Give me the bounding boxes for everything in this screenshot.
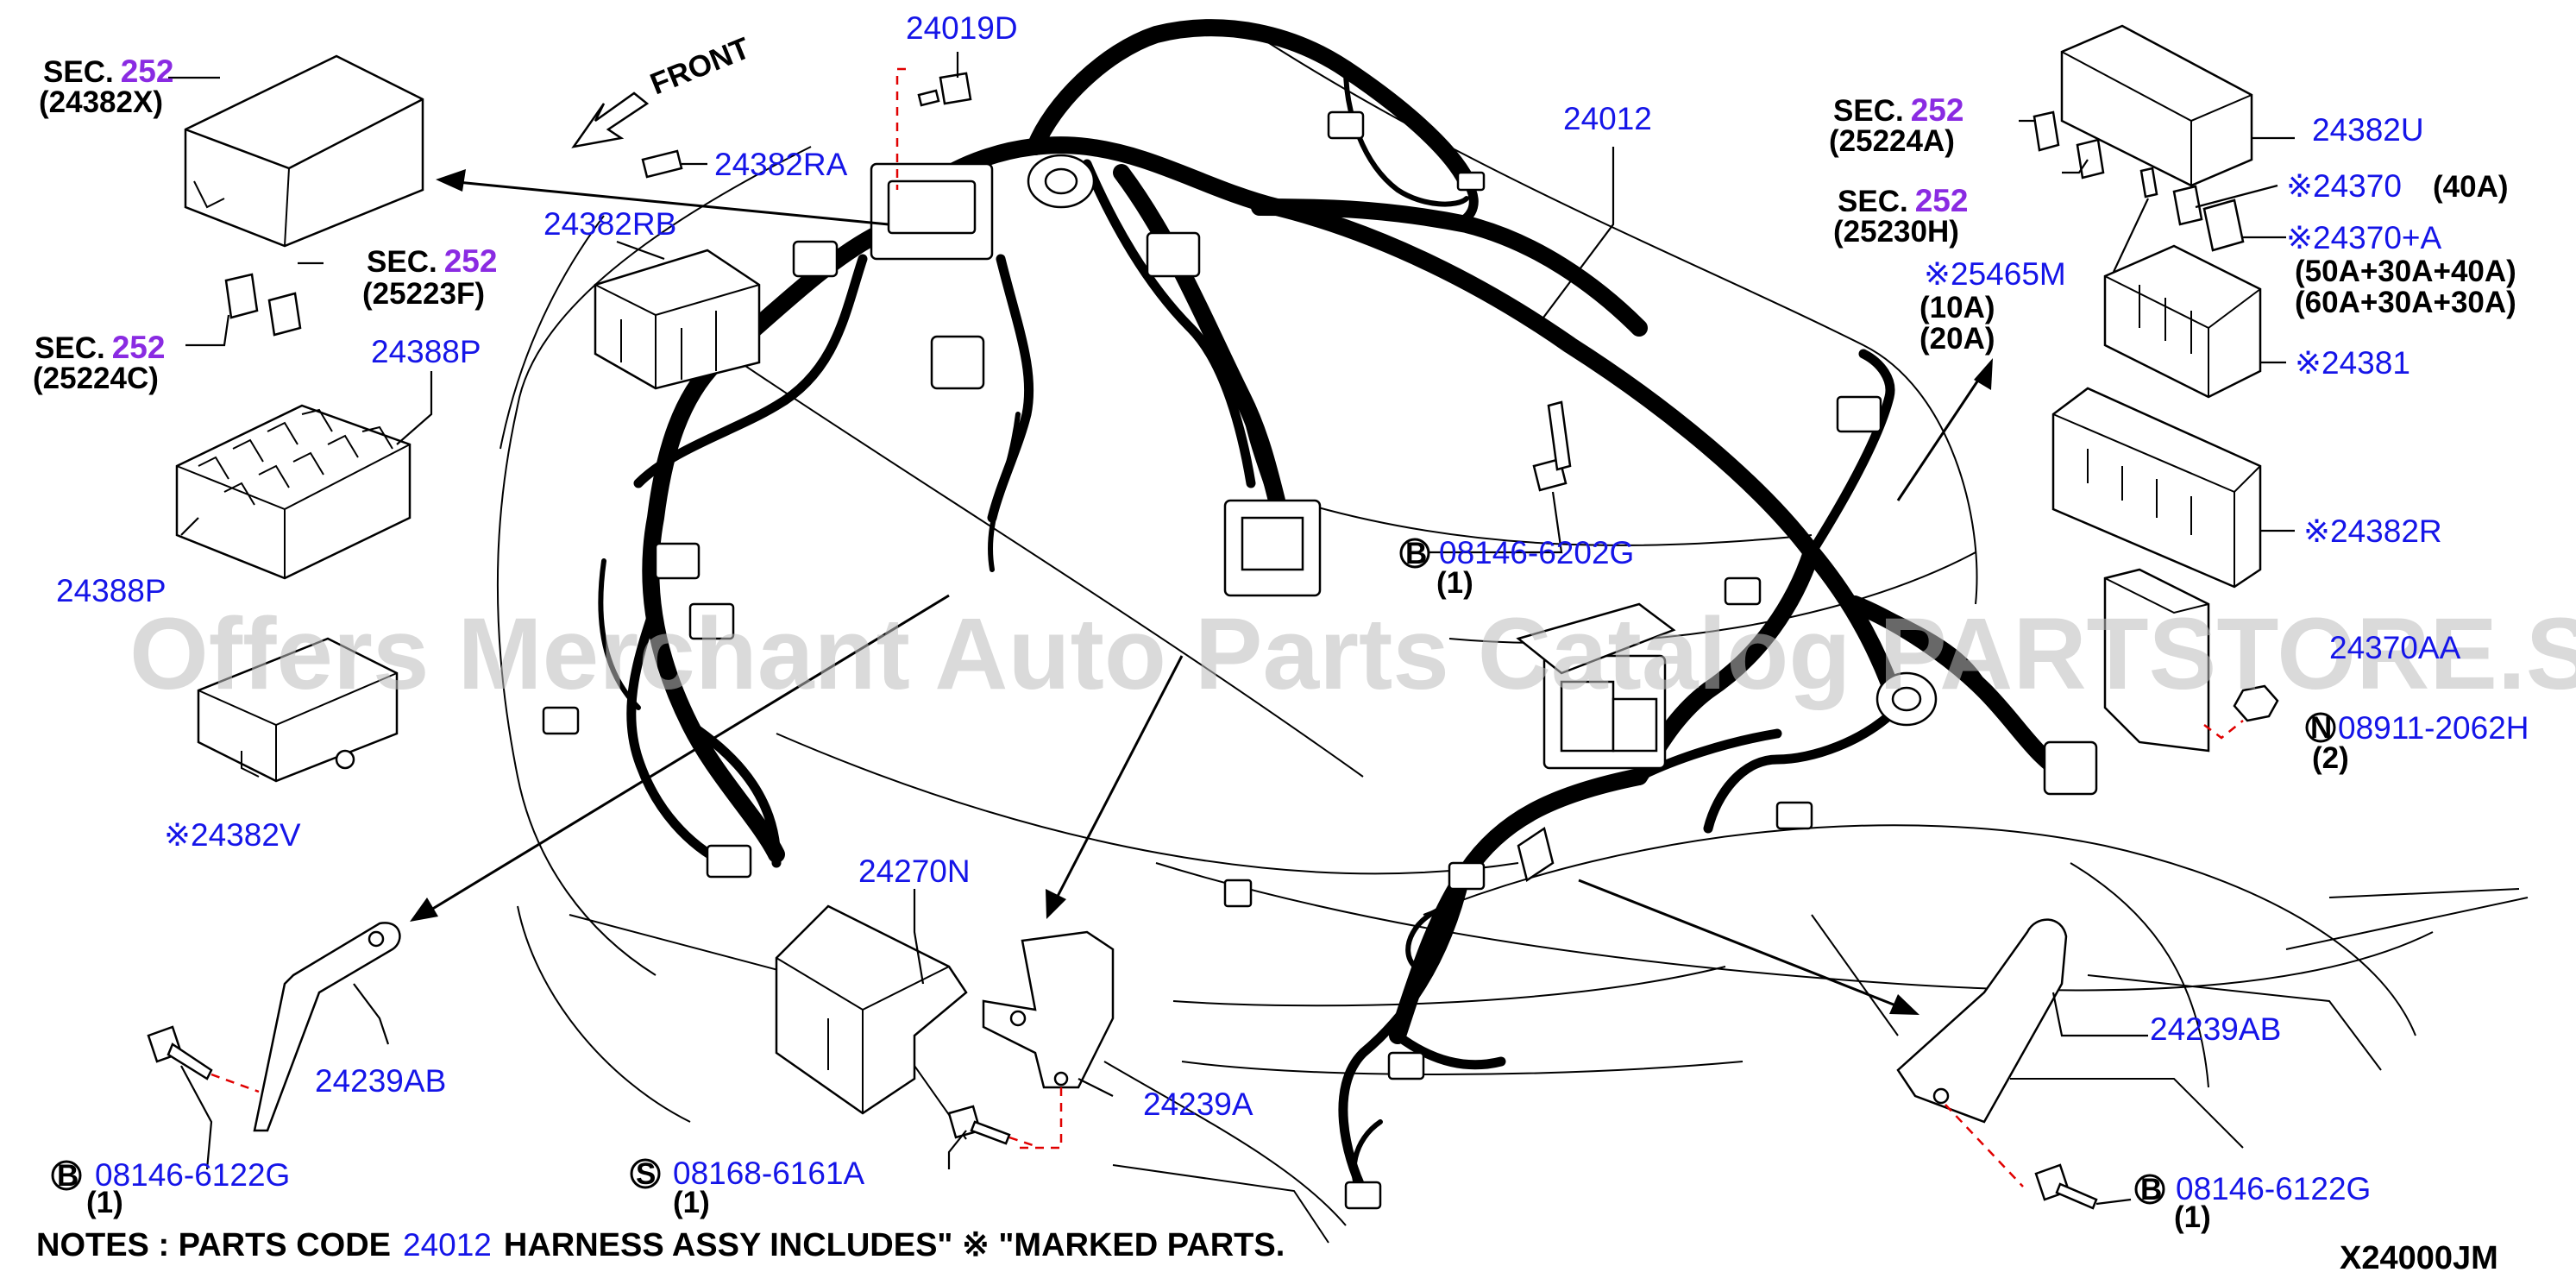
svg-text:S: S bbox=[636, 1157, 656, 1191]
svg-text:B: B bbox=[2140, 1173, 2162, 1206]
bracket-24239ab-right bbox=[1896, 918, 2068, 1187]
svg-text:N: N bbox=[2310, 711, 2332, 745]
label-24388p-upper[interactable]: 24388P bbox=[371, 334, 481, 369]
svg-text:(25224A): (25224A) bbox=[1829, 124, 1955, 158]
label-24382v[interactable]: ※24382V bbox=[164, 817, 301, 853]
fusible-links-24370 bbox=[2172, 185, 2245, 252]
sec-ref-25224a[interactable]: SEC.252 (25224A) bbox=[1829, 92, 1963, 158]
label-24382u[interactable]: 24382U bbox=[2312, 112, 2424, 148]
bolt-08146-6202g bbox=[1532, 400, 1572, 492]
svg-text:SEC.252: SEC.252 bbox=[367, 243, 497, 279]
label-25465m-amp2: (20A) bbox=[1919, 322, 1995, 356]
label-25465m-amp1: (10A) bbox=[1919, 291, 1995, 324]
svg-text:08168-6161A: 08168-6161A bbox=[673, 1156, 865, 1191]
label-08146-6122g-left[interactable]: B 08146-6122G (1) bbox=[51, 1157, 290, 1219]
label-08168-6161a[interactable]: S 08168-6161A (1) bbox=[630, 1156, 865, 1219]
fuse-box-cover-24382u bbox=[2060, 24, 2253, 187]
svg-text:(1): (1) bbox=[1436, 566, 1473, 600]
label-24381[interactable]: ※24381 bbox=[2295, 345, 2410, 381]
svg-text:(1): (1) bbox=[2174, 1200, 2211, 1234]
svg-text:(25223F): (25223F) bbox=[362, 277, 485, 311]
svg-text:(25230H): (25230H) bbox=[1833, 215, 1959, 249]
label-24388p-lower[interactable]: 24388P bbox=[56, 573, 166, 608]
part-labels: SEC.252 (24382X) SEC.252 (25223F) SEC.25… bbox=[33, 10, 2529, 1234]
front-direction-indicator: FRONT bbox=[571, 31, 755, 148]
drawing-code: X24000JM bbox=[2340, 1240, 2498, 1276]
bolt-08146-6122g-left bbox=[147, 1025, 260, 1093]
svg-text:08911-2062H: 08911-2062H bbox=[2338, 710, 2529, 746]
fuse-box-24382r bbox=[2051, 387, 2262, 589]
relays-25224a-25230h bbox=[2033, 110, 2105, 180]
label-24270n[interactable]: 24270N bbox=[858, 854, 971, 889]
label-24382r[interactable]: ※24382R bbox=[2303, 513, 2442, 549]
bolt-08168-6161a bbox=[947, 1105, 1036, 1148]
svg-text:SEC.252: SEC.252 bbox=[43, 54, 173, 89]
label-24370a-amp2: (60A+30A+30A) bbox=[2295, 286, 2516, 319]
label-08911-2062h[interactable]: N 08911-2062H (2) bbox=[2305, 710, 2529, 775]
label-24370-amp: (40A) bbox=[2433, 170, 2509, 204]
svg-text:B: B bbox=[1405, 537, 1427, 570]
bracket-24382v bbox=[197, 637, 399, 783]
cover-24270n bbox=[775, 904, 968, 1115]
watermark-text: Offers Merchant Auto Parts Catalog PARTS… bbox=[129, 597, 2576, 711]
bracket-24239ab-left bbox=[253, 922, 401, 1132]
svg-text:SEC.252: SEC.252 bbox=[1838, 183, 1968, 218]
label-08146-6122g-right[interactable]: B 08146-6122G (1) bbox=[2134, 1171, 2371, 1234]
bracket-24370aa bbox=[2103, 568, 2210, 753]
sec-ref-24382x[interactable]: SEC.252 (24382X) bbox=[39, 54, 173, 119]
svg-text:SEC.252: SEC.252 bbox=[1833, 92, 1963, 128]
label-24239ab-right[interactable]: 24239AB bbox=[2150, 1011, 2281, 1047]
label-25465m[interactable]: ※25465M bbox=[1924, 256, 2066, 292]
svg-text:(2): (2) bbox=[2312, 741, 2349, 775]
nut-08911-2062h bbox=[2203, 684, 2279, 740]
svg-text:08146-6122G: 08146-6122G bbox=[95, 1157, 290, 1193]
label-24019d[interactable]: 24019D bbox=[906, 10, 1018, 46]
svg-text:(1): (1) bbox=[673, 1186, 710, 1219]
fuse-box-cover-24382x bbox=[184, 54, 424, 248]
fuse-25465m bbox=[2139, 167, 2158, 198]
label-24239a[interactable]: 24239A bbox=[1143, 1087, 1253, 1122]
label-24382ra[interactable]: 24382RA bbox=[714, 147, 848, 182]
harness-connectors bbox=[542, 110, 2098, 1210]
svg-text:08146-6202G: 08146-6202G bbox=[1439, 535, 1634, 570]
label-24370a[interactable]: ※24370+A bbox=[2286, 220, 2441, 255]
svg-text:08146-6122G: 08146-6122G bbox=[2176, 1171, 2371, 1206]
fuse-block-24388p bbox=[175, 404, 412, 580]
svg-text:SEC.252: SEC.252 bbox=[35, 330, 165, 365]
fuse-block-24381 bbox=[2103, 244, 2262, 399]
bracket-24239a bbox=[982, 930, 1115, 1150]
sec-ref-25223f[interactable]: SEC.252 (25223F) bbox=[362, 243, 497, 311]
svg-text:(1): (1) bbox=[86, 1186, 123, 1219]
label-24239ab-left[interactable]: 24239AB bbox=[315, 1063, 446, 1099]
svg-text:(25224C): (25224C) bbox=[33, 362, 159, 395]
label-08146-6202g[interactable]: B 08146-6202G (1) bbox=[1399, 535, 1634, 600]
label-24012[interactable]: 24012 bbox=[1563, 101, 1652, 136]
sec-ref-25230h[interactable]: SEC.252 (25230H) bbox=[1833, 183, 1968, 249]
bolt-24019d bbox=[895, 67, 972, 190]
leader-lines bbox=[168, 52, 2295, 1206]
svg-text:B: B bbox=[57, 1159, 79, 1193]
label-24370a-amp1: (50A+30A+40A) bbox=[2295, 255, 2516, 288]
sec-ref-25224c[interactable]: SEC.252 (25224C) bbox=[33, 330, 165, 395]
main-wiring-harness bbox=[598, 19, 2079, 1202]
bolt-08146-6122g-right bbox=[2034, 1163, 2098, 1210]
clip-24382ra bbox=[641, 149, 683, 179]
front-label: FRONT bbox=[645, 31, 754, 101]
svg-text:(24382X): (24382X) bbox=[39, 85, 163, 119]
label-24370aa[interactable]: 24370AA bbox=[2329, 630, 2461, 665]
label-24382rb[interactable]: 24382RB bbox=[543, 206, 676, 242]
label-24370[interactable]: ※24370 bbox=[2286, 168, 2402, 204]
fuse-holder-24382rb bbox=[594, 249, 761, 390]
relays-25223f-25224c bbox=[224, 273, 302, 337]
